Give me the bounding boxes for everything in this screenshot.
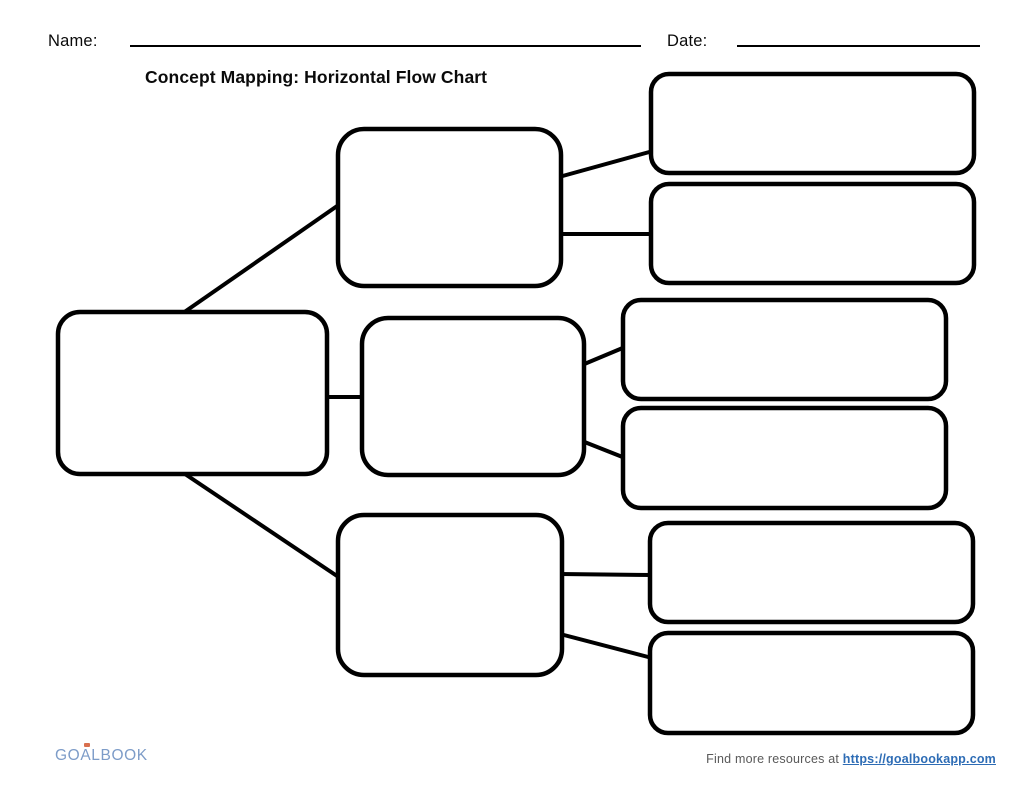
edge-branch-bottom-to-leaf-bottom-2	[559, 632, 653, 660]
date-blank-line	[737, 45, 980, 47]
flow-node-leaf-bottom-1	[647, 520, 976, 625]
edge-branch-bottom-to-leaf-bottom-1	[559, 572, 653, 577]
flow-node-leaf-middle-1	[620, 297, 949, 402]
edge-main-topic-to-branch-bottom	[180, 470, 342, 580]
logo-flag-icon	[84, 743, 91, 747]
flow-node-leaf-bottom-2	[647, 630, 976, 736]
flow-node-leaf-middle-2	[620, 405, 949, 511]
edge-branch-middle-to-leaf-middle-1	[581, 345, 626, 367]
logo-text-go: GO	[55, 747, 81, 764]
logo-text-lbook: LBOOK	[91, 747, 148, 764]
date-label: Date:	[667, 32, 708, 50]
flow-node-main-topic	[55, 309, 330, 477]
edge-branch-middle-to-leaf-middle-2	[581, 439, 626, 460]
resources-link[interactable]: https://goalbookapp.com	[842, 752, 996, 766]
logo-letter-a: A	[80, 743, 92, 765]
flow-node-branch-middle	[359, 315, 587, 478]
flow-node-branch-top	[335, 126, 564, 289]
logo-text-a: A	[80, 747, 92, 764]
resources-prefix: Find more resources at	[706, 752, 843, 766]
flow-node-leaf-top-2	[648, 181, 977, 286]
name-blank-line	[130, 45, 641, 47]
flow-node-branch-bottom	[335, 512, 565, 678]
resources-text: Find more resources at https://goalbooka…	[706, 752, 996, 766]
edge-branch-top-to-leaf-top-1	[558, 149, 654, 179]
edge-main-topic-to-branch-top	[181, 202, 342, 315]
page-title: Concept Mapping: Horizontal Flow Chart	[145, 67, 488, 87]
name-label: Name:	[48, 32, 98, 50]
flow-node-leaf-top-1	[648, 71, 977, 176]
